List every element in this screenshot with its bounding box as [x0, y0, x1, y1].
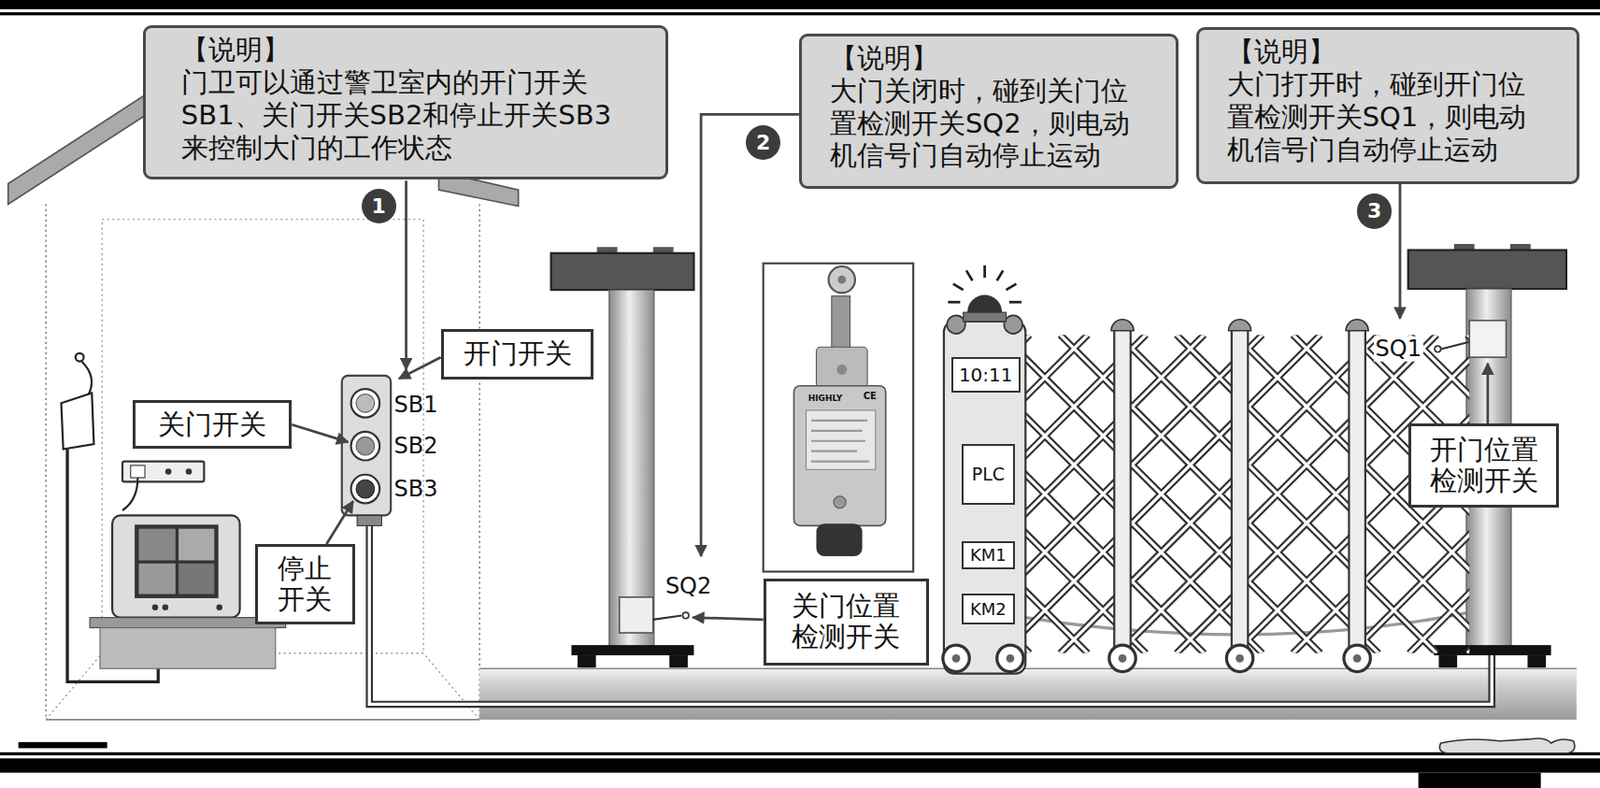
sensor-label: 开门位置 检测开关 [1408, 423, 1560, 508]
node-text: 关门位置 检测开关 [771, 590, 921, 654]
node-text: 2 [756, 132, 771, 154]
node-text: 10:11 [958, 364, 1014, 386]
callout-heading: 【说明】 [829, 42, 1165, 75]
callout-number: 3 [1357, 193, 1392, 229]
cert-mark: CE [863, 389, 877, 400]
button-name: SB3 [393, 476, 438, 501]
node-text: 停止 开关 [263, 553, 347, 616]
node-text: KM1 [970, 545, 1007, 565]
node-text: 1 [371, 196, 386, 217]
switch-name: SQ1 [1373, 336, 1424, 361]
callout-box: 【说明】大门打开时，碰到开门位 置检测开关SQ1，则电动 机信号门自动停止运动 [1196, 27, 1581, 184]
callout-number: 2 [745, 125, 781, 160]
switch-label: 开门开关 [441, 328, 595, 381]
button-name: SB1 [393, 392, 438, 417]
contactor-box: KM1 [961, 541, 1016, 571]
contactor-box: KM2 [961, 593, 1016, 625]
node-text: KM2 [970, 600, 1007, 619]
button-name: SB2 [393, 433, 438, 458]
node-text: PLC [971, 464, 1005, 485]
sensor-label: 关门位置 检测开关 [763, 578, 929, 666]
callout-body: 门卫可以通过警卫室内的开门开关 SB1、关门开关SB2和停止开关SB3 来控制大… [181, 66, 655, 164]
node-text: 开门位置 检测开关 [1416, 434, 1552, 498]
callout-heading: 【说明】 [1227, 35, 1567, 69]
callout-body: 大门关闭时，碰到关门位 置检测开关SQ2，则电动 机信号门自动停止运动 [829, 74, 1165, 172]
callout-number: 1 [361, 188, 397, 224]
callout-box: 【说明】门卫可以通过警卫室内的开门开关 SB1、关门开关SB2和停止开关SB3 … [142, 25, 669, 180]
callout-body: 大门打开时，碰到开门位 置检测开关SQ1，则电动 机信号门自动停止运动 [1227, 68, 1567, 166]
brand-mark: HIGHLY [808, 394, 843, 404]
node-text: 开门开关 [463, 338, 572, 370]
callout-heading: 【说明】 [181, 33, 655, 67]
node-text: 关门开关 [157, 409, 267, 441]
node-text: 3 [1367, 200, 1382, 222]
switch-name: SQ2 [665, 573, 712, 599]
switch-label: 关门开关 [132, 400, 292, 449]
callout-box: 【说明】大门关闭时，碰到关门位 置检测开关SQ2，则电动 机信号门自动停止运动 [799, 33, 1179, 189]
switch-label: 停止 开关 [255, 543, 356, 625]
plc-box: PLC [961, 443, 1016, 506]
clock-display: 10:11 [951, 357, 1021, 393]
